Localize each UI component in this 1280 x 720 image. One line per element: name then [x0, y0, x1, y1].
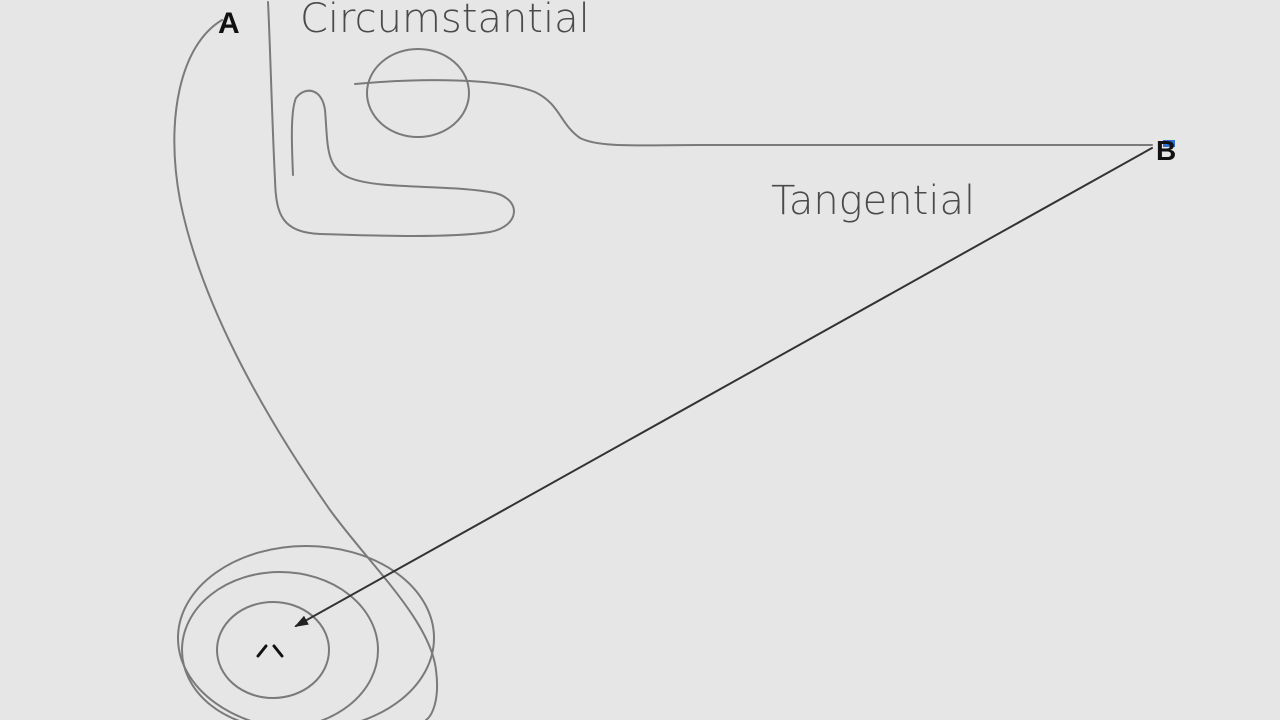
label-circumstantial: Circumstantial	[300, 0, 590, 42]
a-to-spiral-curve	[173, 19, 438, 720]
point-b-accent	[1163, 140, 1175, 147]
point-b: B	[1156, 135, 1176, 166]
circumstantial-circle	[366, 48, 470, 138]
tangential-path	[354, 79, 1153, 147]
spiral-outer	[177, 545, 435, 720]
label-tangential: Tangential	[771, 178, 975, 224]
center-mark	[256, 644, 284, 658]
point-b-label: B	[1156, 135, 1176, 166]
circumstantial-path	[267, 1, 515, 237]
point-a-label: A	[218, 7, 240, 40]
tangential-arrow	[294, 147, 1153, 627]
spiral-middle	[181, 571, 379, 720]
spiral-inner	[216, 601, 330, 699]
